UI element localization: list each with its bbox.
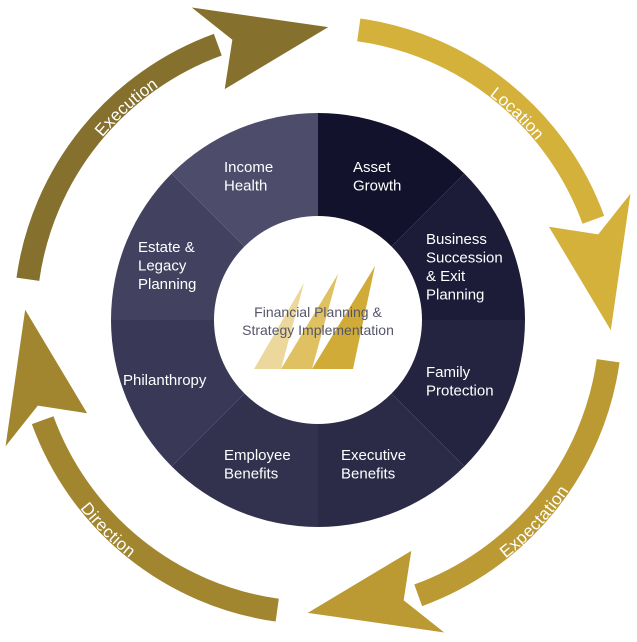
cycle-arc-direction [31, 416, 279, 622]
segment-label-line: Benefits [341, 466, 395, 483]
cycle-ring [5, 7, 631, 633]
cycle-arrowhead-location [548, 193, 631, 331]
logo-blade-1 [254, 283, 304, 369]
cycle-arc-location [357, 18, 605, 224]
cycle-arc-expectation [414, 359, 620, 607]
segment-label-line: Asset [353, 159, 391, 176]
logo-mark [254, 266, 375, 369]
segment-label-line: Health [224, 178, 267, 195]
cycle-label-expectation: Expectation [496, 482, 572, 562]
segment-label-line: Growth [353, 178, 401, 195]
logo-blade-2 [281, 274, 338, 369]
segment-label-line: & Exit [426, 268, 466, 285]
segment-label-line: Executive [341, 447, 406, 464]
segment-label-line: Employee [224, 447, 291, 464]
segment-label-line: Benefits [224, 466, 278, 483]
center-label: Financial Planning & Strategy Implementat… [242, 304, 394, 338]
segment-label-line: Business [426, 231, 487, 248]
segment-label-line: Succession [426, 250, 503, 267]
segment-label-line: Legacy [138, 258, 187, 275]
cycle-arrowhead-direction [5, 309, 88, 447]
segment-label-philanthropy: Philanthropy [123, 372, 207, 389]
center-title-line: Financial Planning & [254, 304, 382, 320]
logo-blade-3 [312, 266, 375, 369]
segment-label-line: Planning [138, 276, 196, 293]
center-title: Financial Planning & Strategy Implementat… [242, 304, 394, 338]
center-title-line: Strategy Implementation [242, 322, 394, 338]
segment-label-line: Planning [426, 287, 484, 304]
segment-label-line: Income [224, 159, 273, 176]
segment-label-line: Estate & [138, 239, 195, 256]
cycle-arc-execution [16, 33, 222, 281]
cycle-arrowhead-execution [191, 7, 329, 90]
segment-label-line: Protection [426, 383, 494, 400]
segment-label-line: Family [426, 364, 471, 381]
cycle-arrowhead-expectation [307, 550, 445, 633]
segment-label-line: Philanthropy [123, 372, 207, 389]
